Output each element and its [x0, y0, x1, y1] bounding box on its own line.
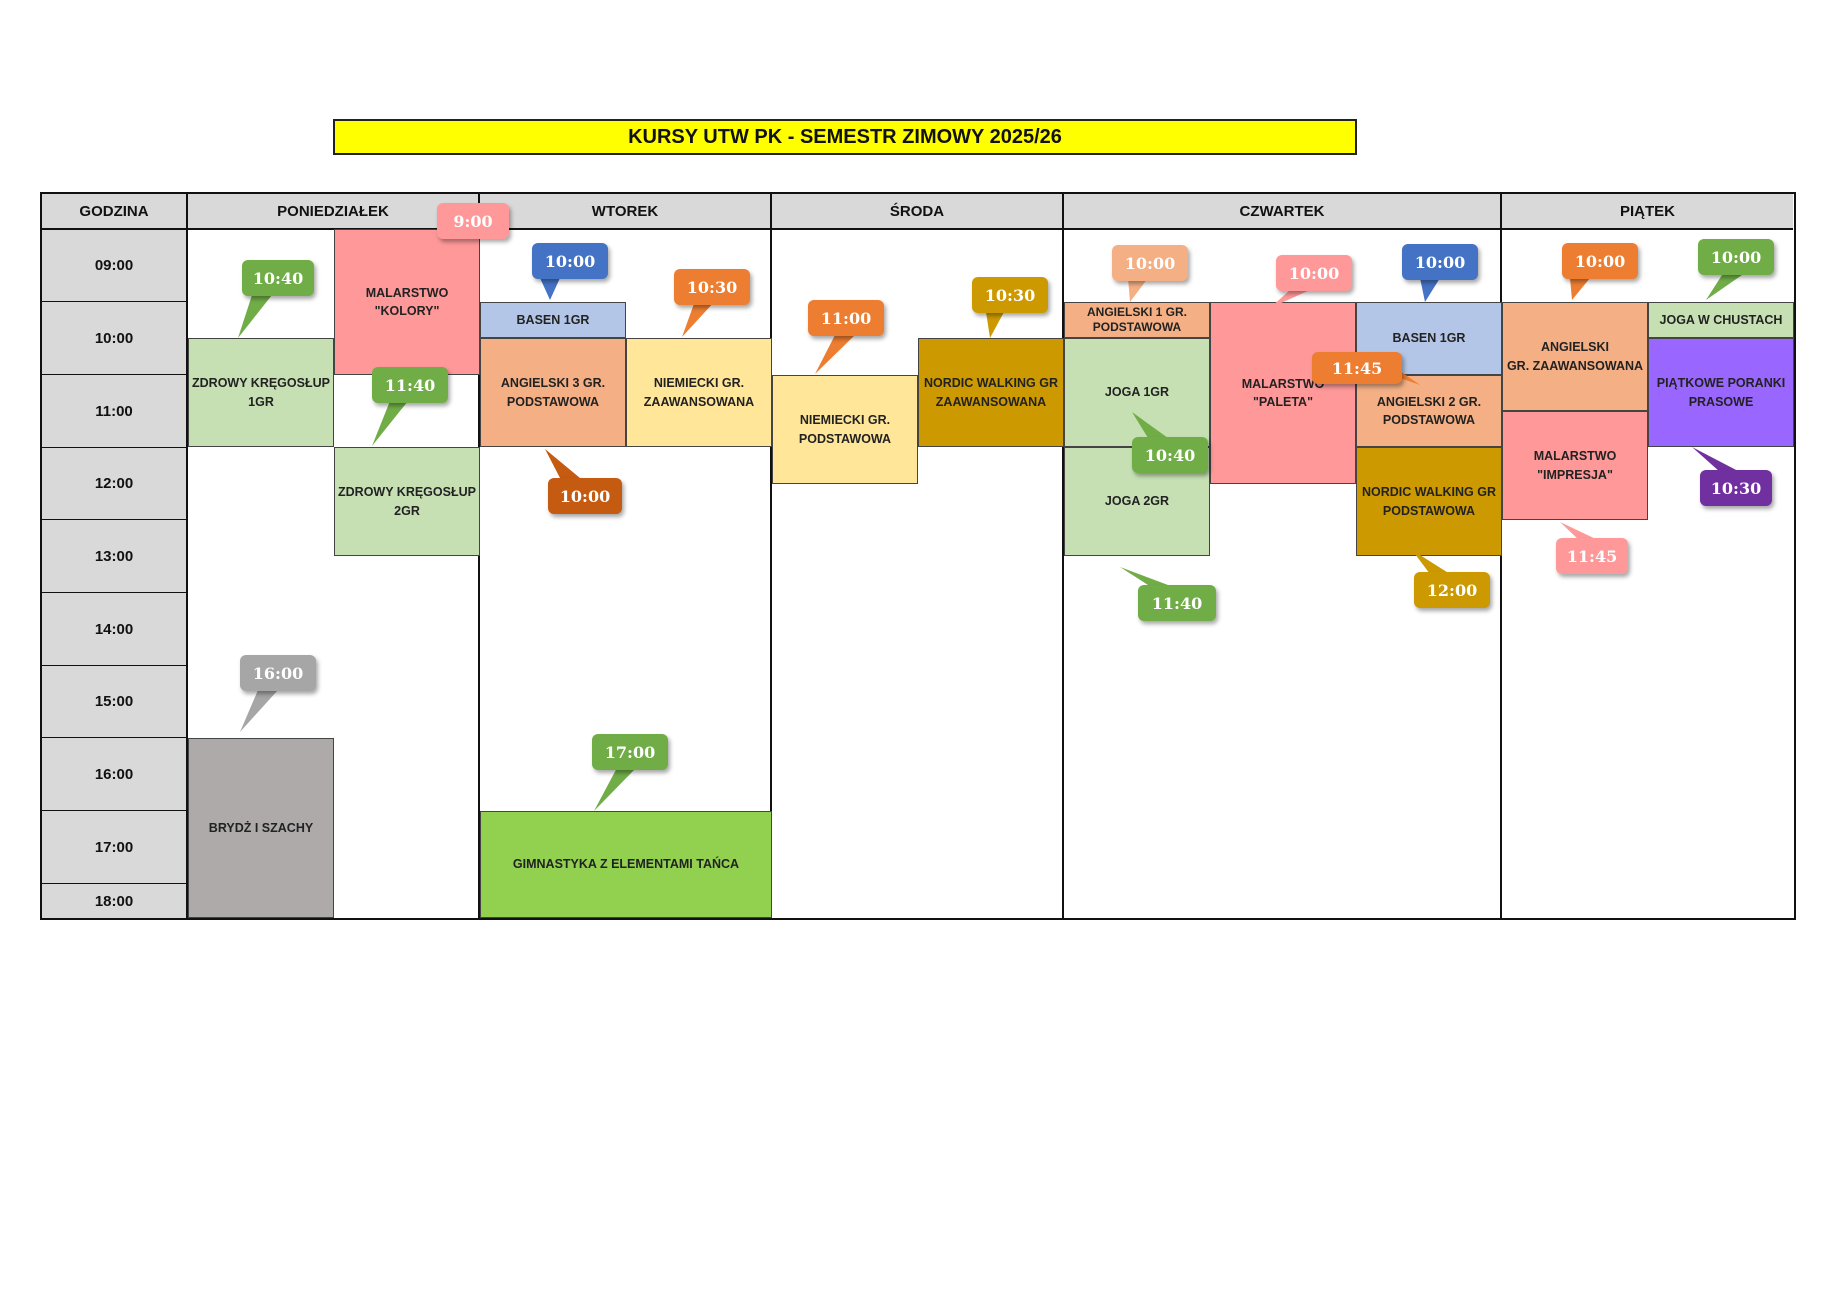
- page-title: KURSY UTW PK - SEMESTR ZIMOWY 2025/26: [333, 119, 1357, 155]
- course-nordic-podstawowa: NORDIC WALKING GR PODSTAWOWA: [1356, 447, 1502, 556]
- header-friday: PIĄTEK: [1502, 194, 1793, 230]
- day-column-thursday: [1064, 230, 1502, 918]
- callout-wt-1030: 10:30: [674, 269, 750, 305]
- callout-cz-1000-orange: 10:00: [1112, 245, 1188, 281]
- header-thursday: CZWARTEK: [1064, 194, 1502, 230]
- header-wednesday: ŚRODA: [772, 194, 1064, 230]
- header-tuesday: WTOREK: [480, 194, 772, 230]
- hour-cell: 16:00: [42, 738, 188, 811]
- hour-cell: 13:00: [42, 520, 188, 593]
- day-column-wednesday: [772, 230, 1064, 918]
- callout-pn-1140: 11:40: [372, 367, 448, 403]
- hour-cell: 09:00: [42, 230, 188, 302]
- callout-cz-1000-blue: 10:00: [1402, 244, 1478, 280]
- day-column-monday: [188, 230, 480, 918]
- callout-wt-1000-blue: 10:00: [532, 243, 608, 279]
- callout-wt-1700: 17:00: [592, 734, 668, 770]
- callout-cz-1200: 12:00: [1414, 572, 1490, 608]
- course-zdrowy-kregoslup-1gr: ZDROWY KRĘGOSŁUP 1GR: [188, 338, 334, 447]
- course-basen-tuesday: BASEN 1GR: [480, 302, 626, 338]
- course-malarstwo-paleta: MALARSTWO "PALETA": [1210, 302, 1356, 484]
- callout-pn-900: 9:00: [437, 203, 509, 239]
- callout-pt-1145: 11:45: [1556, 538, 1628, 574]
- hour-cell: 15:00: [42, 666, 188, 738]
- course-niemiecki-podstawowa: NIEMIECKI GR. PODSTAWOWA: [772, 375, 918, 484]
- course-angielski-1gr: ANGIELSKI 1 GR. PODSTAWOWA: [1064, 302, 1210, 338]
- callout-pn-1600: 16:00: [240, 655, 316, 691]
- course-brydz-szachy: BRYDŻ I SZACHY: [188, 738, 334, 918]
- course-angielski-3gr: ANGIELSKI 3 GR. PODSTAWOWA: [480, 338, 626, 447]
- callout-wt-1000-orange: 10:00: [548, 478, 622, 514]
- schedule-grid: GODZINA PONIEDZIAŁEK WTOREK ŚRODA CZWART…: [40, 192, 1796, 920]
- callout-pt-1030: 10:30: [1700, 470, 1772, 506]
- callout-cz-1040: 10:40: [1132, 437, 1208, 473]
- course-angielski-2gr: ANGIELSKI 2 GR. PODSTAWOWA: [1356, 375, 1502, 447]
- course-angielski-zaawansowana: ANGIELSKI GR. ZAAWANSOWANA: [1502, 302, 1648, 411]
- course-gimnastyka: GIMNASTYKA Z ELEMENTAMI TAŃCA: [480, 811, 772, 918]
- hour-cell: 12:00: [42, 448, 188, 520]
- callout-sr-1030: 10:30: [972, 277, 1048, 313]
- day-column-tuesday: [480, 230, 772, 918]
- hour-cell: 17:00: [42, 811, 188, 884]
- course-zdrowy-kregoslup-2gr: ZDROWY KRĘGOSŁUP 2GR: [334, 447, 480, 556]
- callout-cz-1145: 11:45: [1312, 352, 1402, 384]
- course-joga-w-chustach: JOGA W CHUSTACH: [1648, 302, 1794, 338]
- callout-pn-1040: 10:40: [242, 260, 314, 296]
- course-niemiecki-zaawansowana: NIEMIECKI GR. ZAAWANSOWANA: [626, 338, 772, 447]
- course-nordic-zaawansowana: NORDIC WALKING GR ZAAWANSOWANA: [918, 338, 1064, 447]
- callout-cz-1140: 11:40: [1138, 585, 1216, 621]
- course-malarstwo-impresja: MALARSTWO "IMPRESJA": [1502, 411, 1648, 520]
- hour-cell: 11:00: [42, 375, 188, 448]
- callout-pt-1000-orange: 10:00: [1562, 243, 1638, 279]
- hour-cell: 18:00: [42, 884, 188, 918]
- header-hour: GODZINA: [42, 194, 188, 230]
- course-piatkowe-poranki: PIĄTKOWE PORANKI PRASOWE: [1648, 338, 1794, 447]
- callout-pt-1000-green: 10:00: [1698, 239, 1774, 275]
- hour-cell: 14:00: [42, 593, 188, 666]
- callout-cz-1000-pink: 10:00: [1276, 255, 1352, 291]
- course-malarstwo-kolory: MALARSTWO "KOLORY": [334, 229, 480, 375]
- hour-cell: 10:00: [42, 302, 188, 375]
- course-joga-1gr: JOGA 1GR: [1064, 338, 1210, 447]
- callout-sr-1100: 11:00: [808, 300, 884, 336]
